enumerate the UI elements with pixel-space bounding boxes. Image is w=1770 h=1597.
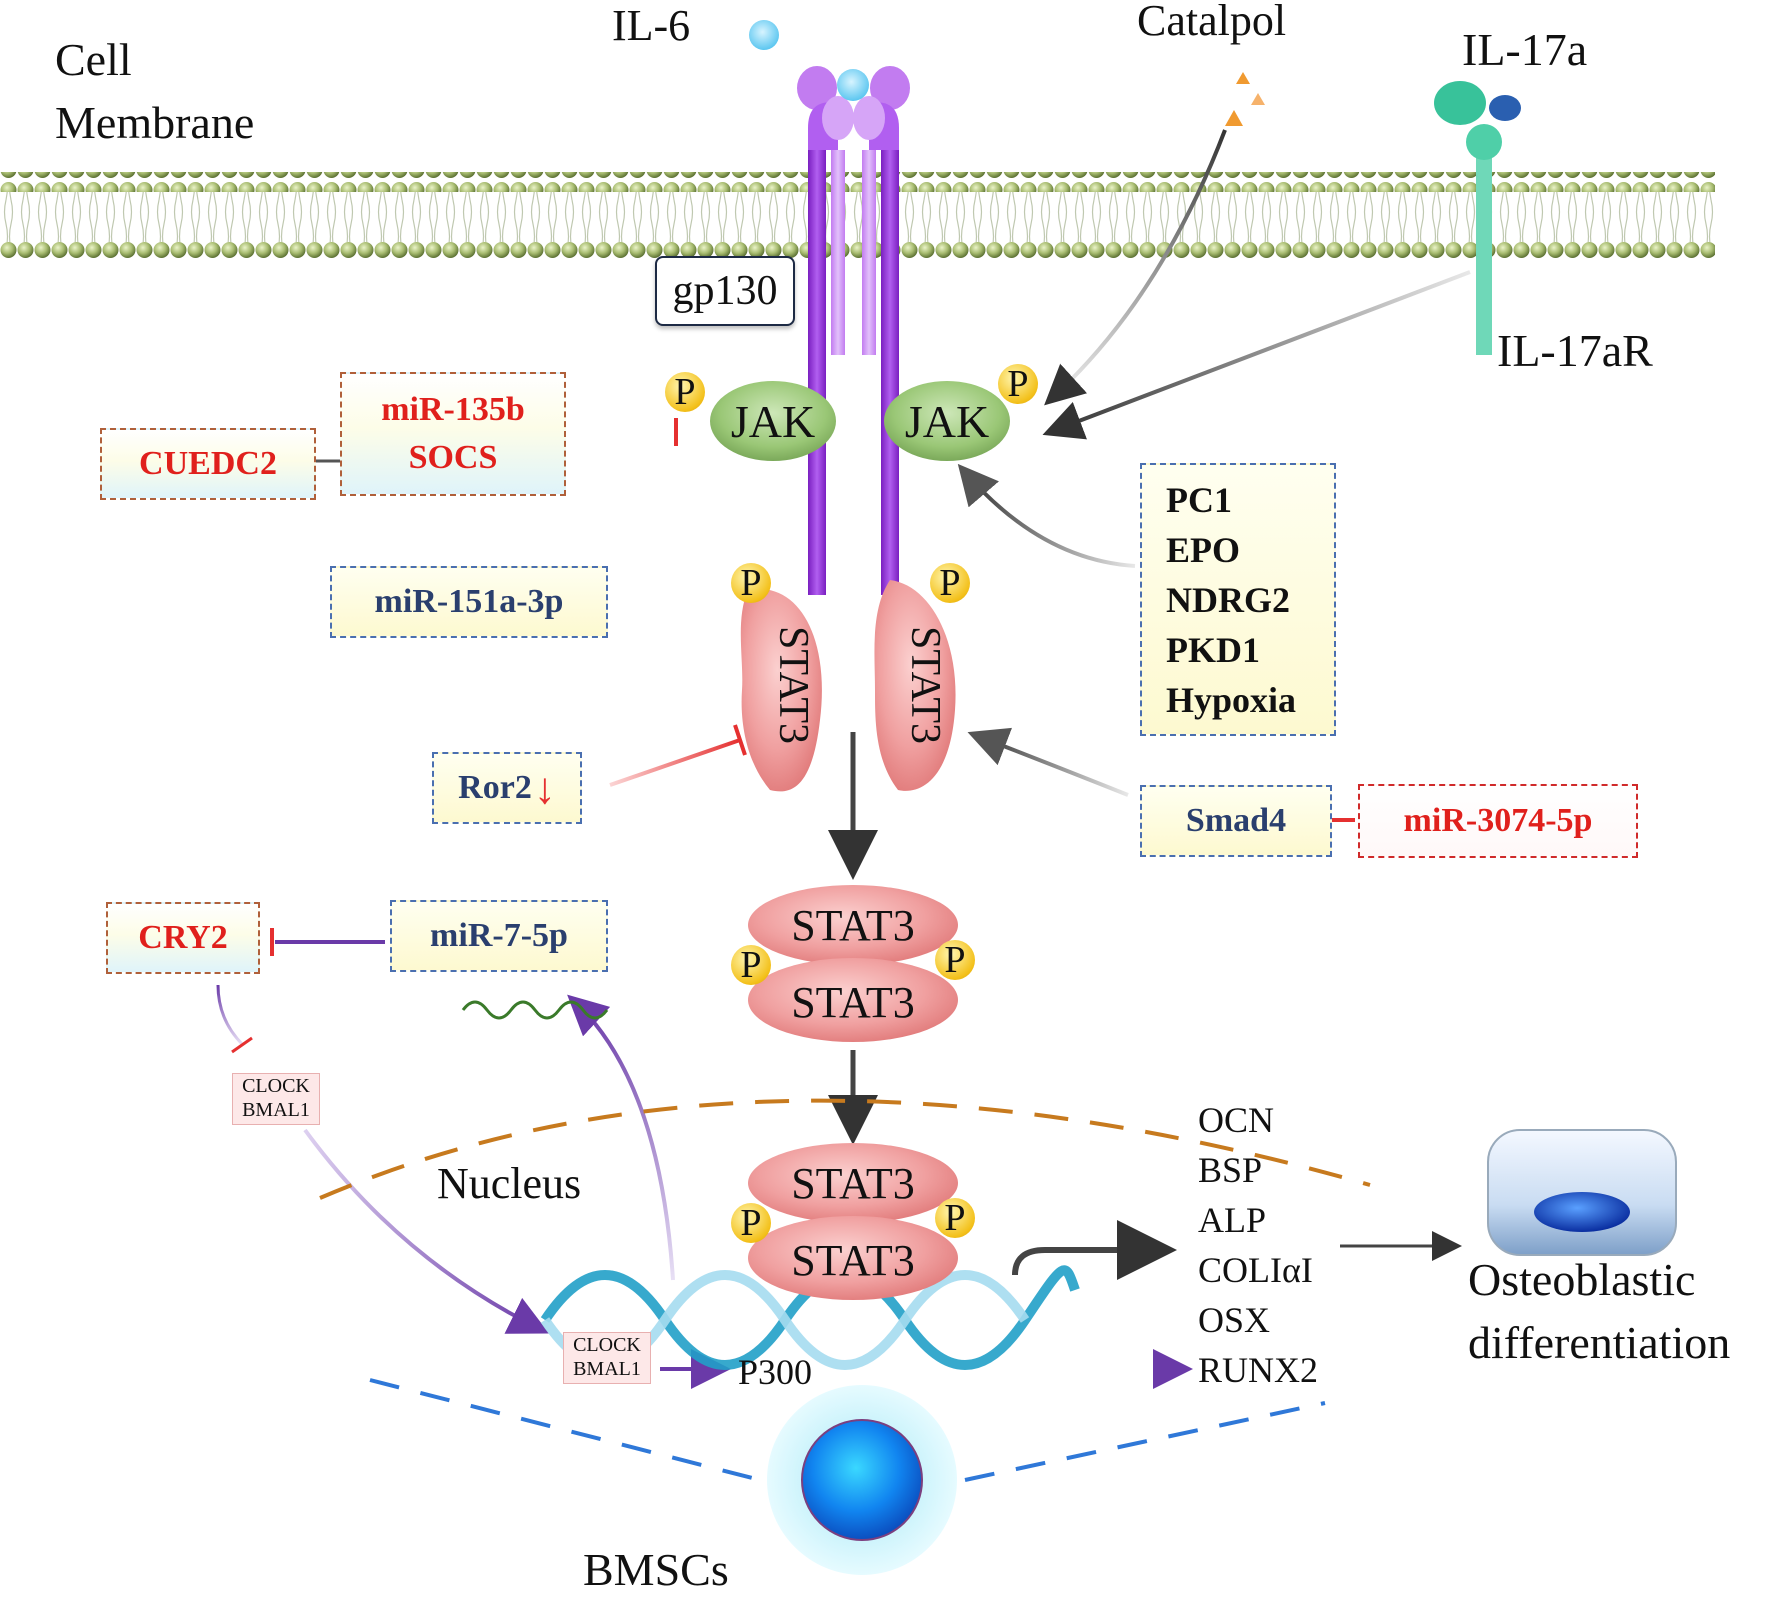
- activator-item: PKD1: [1166, 629, 1260, 670]
- phospho-jak-left: P: [665, 372, 705, 412]
- clock-label: CLOCK: [573, 1334, 641, 1356]
- il17a-label: IL-17a: [1462, 24, 1587, 75]
- ror2-label: Ror2: [458, 769, 532, 806]
- cell-membrane-label: Cell: [55, 34, 132, 85]
- gp130-label: gp130: [655, 256, 795, 326]
- cuedc2-box: CUEDC2: [100, 428, 316, 500]
- jak-right: [884, 381, 1010, 461]
- gene-item: ALP: [1198, 1200, 1267, 1240]
- bmal1-label: BMAL1: [242, 1099, 310, 1121]
- clock-bmal1-tag-nucleus: CLOCK BMAL1: [563, 1332, 651, 1384]
- cell-membrane: [0, 172, 1715, 262]
- stat3-dimer-bottom-label: STAT3: [791, 978, 915, 1027]
- phospho-stat3-left: P: [731, 563, 771, 603]
- stat3-nuclear-top-label: STAT3: [791, 1159, 915, 1208]
- phospho-jak-right: P: [998, 364, 1038, 404]
- cry2-box: CRY2: [106, 902, 260, 974]
- il6-bound-ligand: [837, 69, 869, 101]
- stat3-monomer-right-label: STAT3: [902, 626, 948, 744]
- jak-left: [710, 381, 836, 461]
- stat3-monomer-right: [874, 580, 956, 791]
- gene-item: OCN: [1198, 1100, 1275, 1140]
- smad4-box: Smad4: [1140, 785, 1332, 857]
- jak-left-label: JAK: [731, 396, 815, 447]
- gene-item: COLIαI: [1198, 1250, 1313, 1290]
- differentiation-label: differentiation: [1468, 1317, 1730, 1368]
- stat3-monomer-left: [740, 588, 822, 792]
- stat3-dimer-top-label: STAT3: [791, 901, 915, 950]
- il17a-receptor: [1434, 81, 1521, 355]
- stat3-monomer-left-label: STAT3: [770, 626, 816, 744]
- mir135b-label: miR-135b: [381, 391, 525, 428]
- phospho-dimer-right: P: [935, 940, 975, 980]
- clock-bmal1-tag-cytoplasm: CLOCK BMAL1: [232, 1073, 320, 1125]
- il6-label: IL-6: [612, 1, 690, 50]
- phospho-stat3-right: P: [930, 563, 970, 603]
- bmsc-connector-lines: [369, 1378, 1326, 1482]
- nucleus-label: Nucleus: [437, 1159, 581, 1208]
- phospho-dimer-left: P: [731, 945, 771, 985]
- stat3-dimer-nucleus: [748, 1143, 958, 1300]
- mir151a-box: miR-151a-3p: [330, 566, 608, 638]
- ror2-box: Ror2 ↓: [432, 752, 582, 824]
- inhibition-lines: [474, 418, 1355, 834]
- stat3-dimer-cytoplasm: [748, 885, 958, 1042]
- catalpol-label: Catalpol: [1137, 0, 1286, 45]
- jak-right-label: JAK: [905, 396, 989, 447]
- stat3-nuclear-bottom-label: STAT3: [791, 1236, 915, 1285]
- bmscs-label: BMSCs: [583, 1544, 729, 1595]
- mirna-transcript-icon: [461, 1000, 609, 1020]
- osteoblast-cell-icon: [1487, 1129, 1677, 1256]
- gp130-receptor: [797, 66, 910, 595]
- activators-box: PC1 EPO NDRG2 PKD1 Hypoxia: [1140, 463, 1336, 736]
- mir135b-socs-box: miR-135b SOCS: [340, 372, 566, 496]
- socs-label: SOCS: [408, 439, 498, 476]
- bmal1-label: BMAL1: [573, 1358, 641, 1380]
- il6-ligand-icon: [749, 20, 779, 50]
- activator-item: PC1: [1166, 479, 1232, 520]
- gene-item: RUNX2: [1198, 1350, 1319, 1390]
- activator-item: EPO: [1166, 529, 1241, 570]
- cell-membrane-label-2: Membrane: [55, 97, 254, 148]
- activator-item: NDRG2: [1166, 579, 1290, 620]
- gene-item: OSX: [1198, 1300, 1271, 1340]
- il17a-ligand-icon: [1489, 95, 1521, 121]
- phospho-nuclear-right: P: [935, 1198, 975, 1238]
- nucleus-envelope: [319, 1098, 1371, 1200]
- p300-label: P300: [738, 1352, 812, 1392]
- mir7-box: miR-7-5p: [390, 900, 608, 972]
- clock-label: CLOCK: [242, 1075, 310, 1097]
- il17ar-label: IL-17aR: [1497, 325, 1653, 376]
- osteogenic-gene-list: OCN BSP ALP COLIαI OSX RUNX2: [1198, 1095, 1318, 1395]
- bmsc-cell-icon: [767, 1385, 957, 1575]
- ror2-down-arrow: ↓: [533, 763, 556, 813]
- activator-item: Hypoxia: [1166, 679, 1297, 720]
- catalpol-icon: [1225, 72, 1265, 126]
- phospho-nuclear-left: P: [731, 1203, 771, 1243]
- clock-bmal1-paths: [216, 928, 1193, 1389]
- osteoblastic-label: Osteoblastic: [1468, 1254, 1695, 1305]
- gene-item: BSP: [1198, 1150, 1263, 1190]
- mir3074-box: miR-3074-5p: [1358, 784, 1638, 858]
